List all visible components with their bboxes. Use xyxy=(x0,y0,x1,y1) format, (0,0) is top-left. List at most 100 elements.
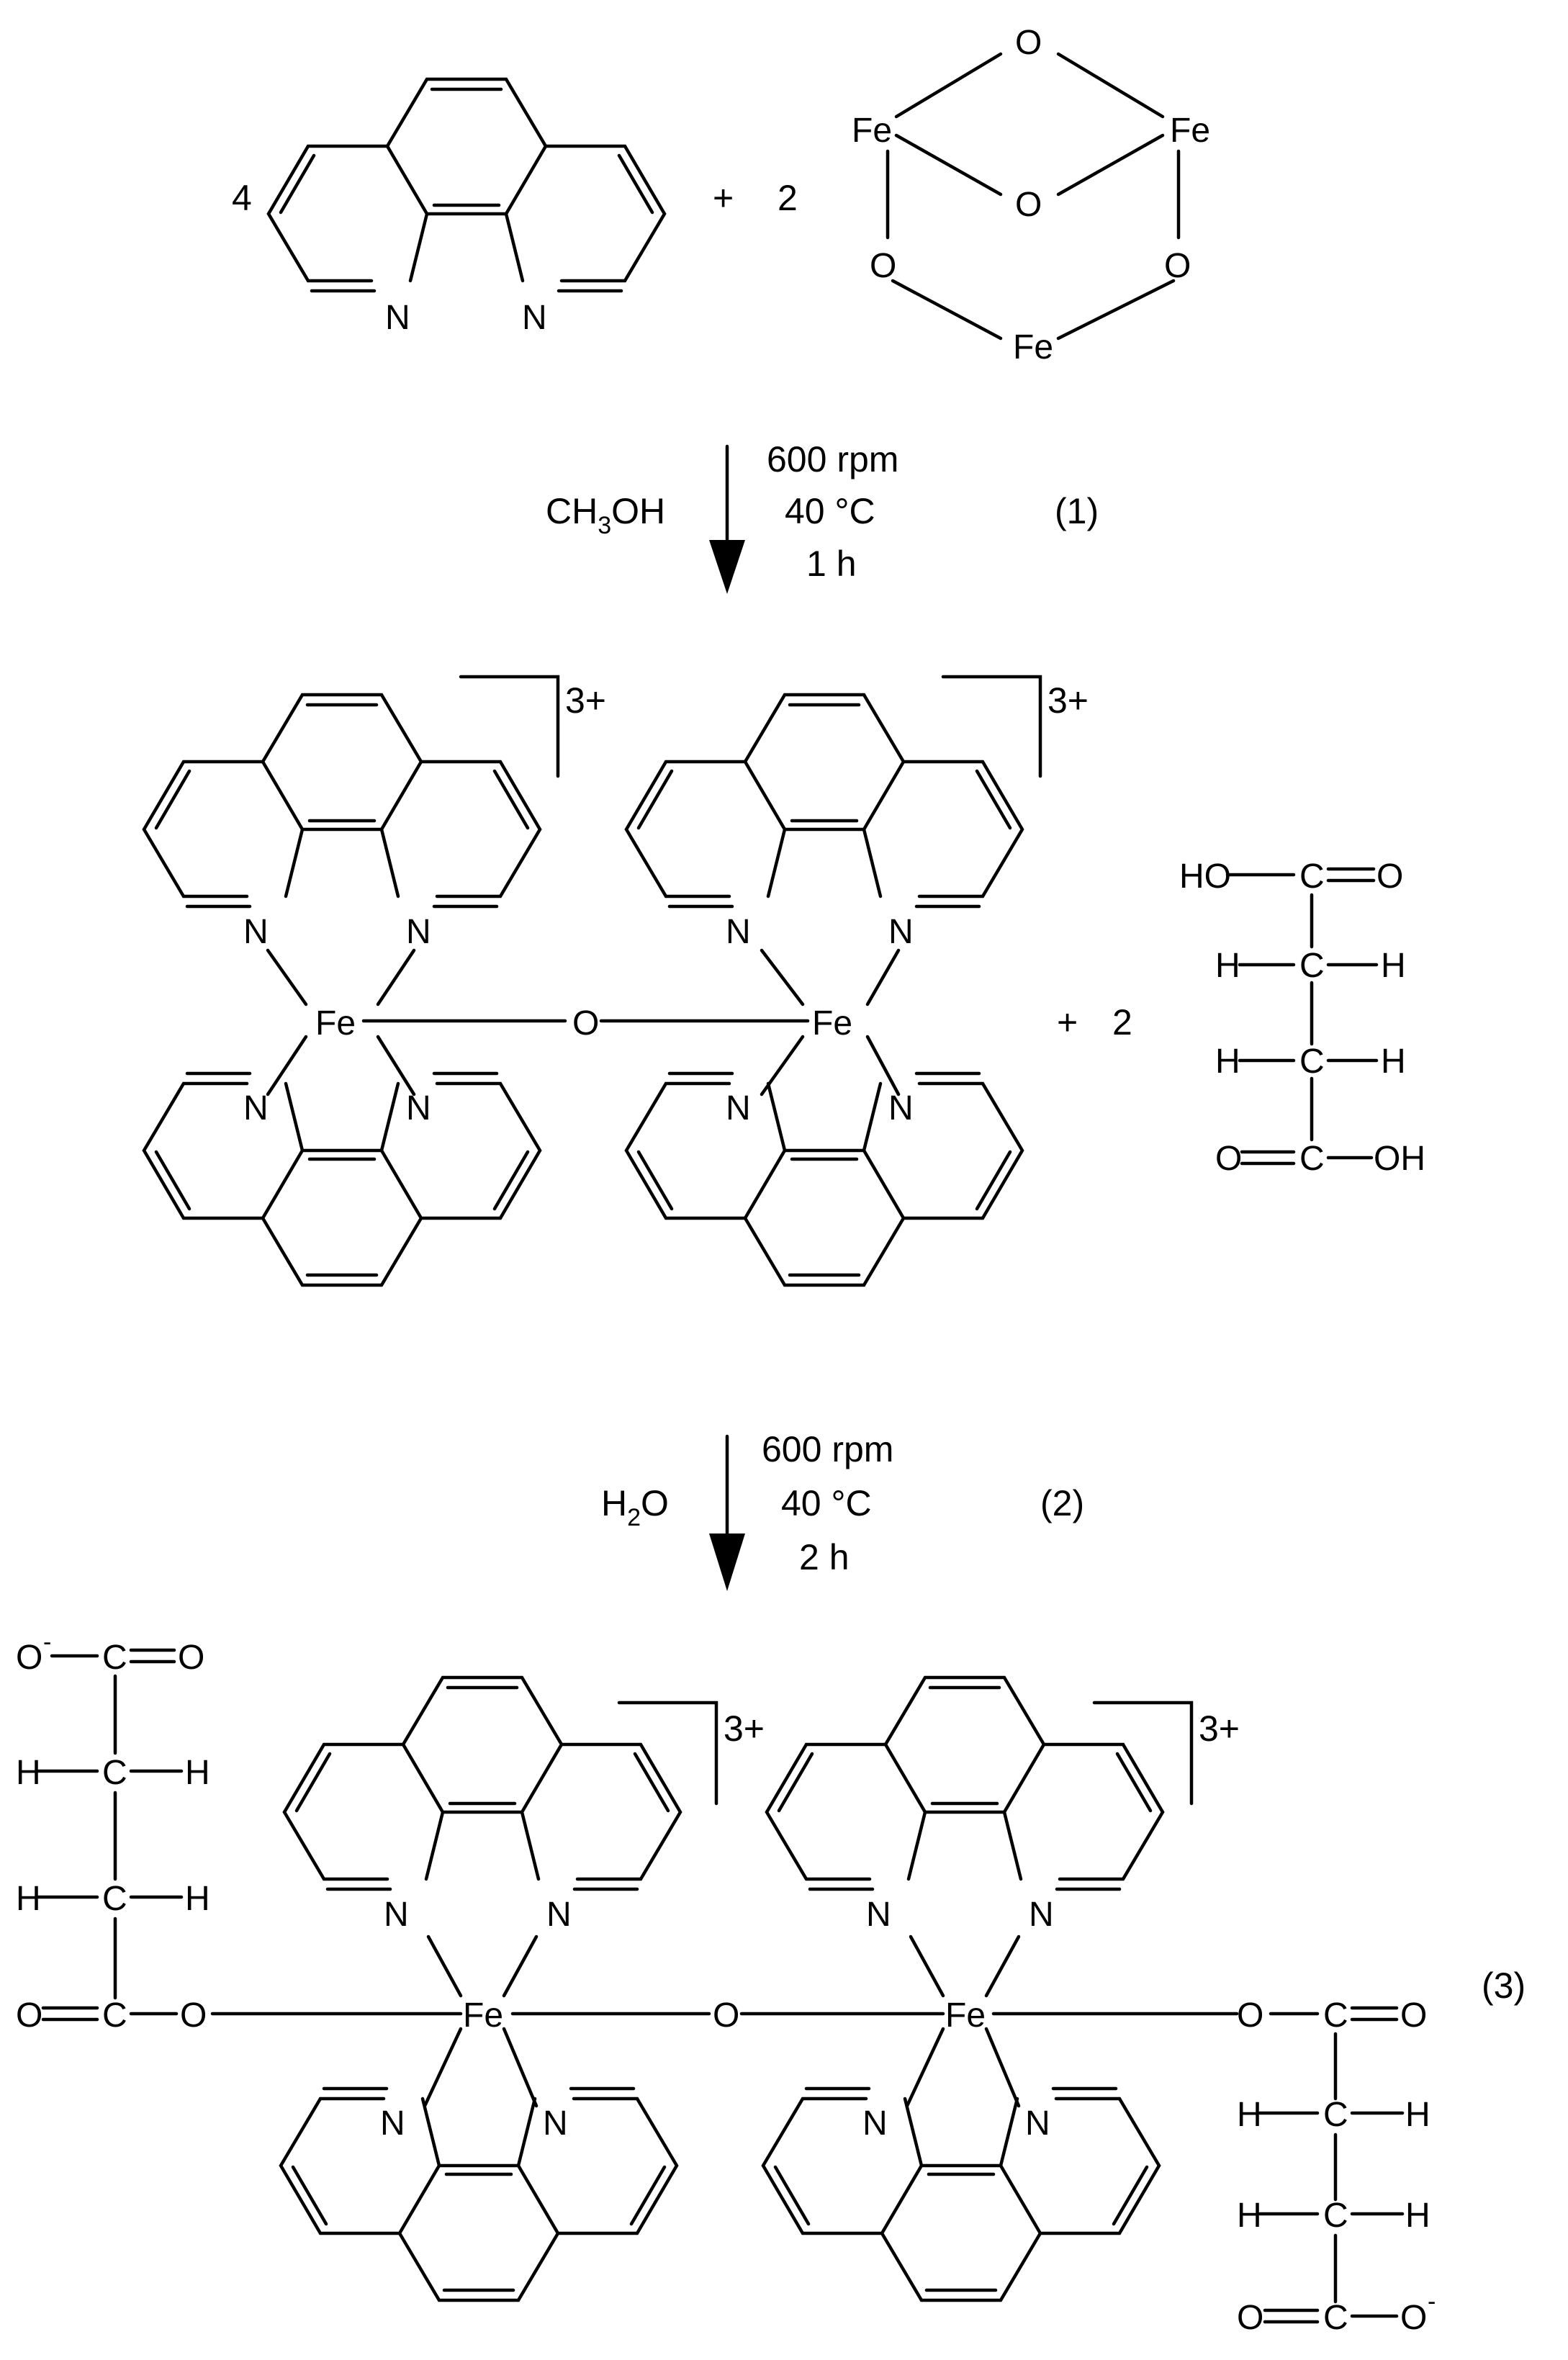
h-atom: H xyxy=(1215,1042,1240,1081)
c-atom: C xyxy=(102,1754,127,1792)
reaction-arrow-2 xyxy=(709,1434,745,1591)
n-atom: N xyxy=(726,913,751,951)
fe-atom: Fe xyxy=(1013,328,1053,366)
h-atom: H xyxy=(1237,2197,1262,2235)
n-atom: N xyxy=(543,2104,568,2143)
fe-phen-succinate-product: N N N N N N N N Fe Fe O 3+ 3+ xyxy=(210,1677,1240,2300)
charge-label: 3+ xyxy=(724,1708,765,1749)
time-2: 2 h xyxy=(799,1537,850,1577)
h-atom: H xyxy=(16,1754,41,1792)
o-atom: O xyxy=(1237,2299,1263,2337)
c-atom: C xyxy=(1323,2299,1348,2337)
h-atom: H xyxy=(16,1880,41,1918)
succinic-coefficient: 2 xyxy=(1112,1002,1132,1042)
succinate-left: O - C O H C H H C H O C O xyxy=(16,1629,210,2035)
c-atom: C xyxy=(1299,857,1325,896)
o-atom: O xyxy=(1015,24,1042,62)
reaction-arrow-1 xyxy=(709,444,745,594)
c-atom: C xyxy=(1299,1140,1325,1178)
solvent-1: CH3OH xyxy=(546,491,665,539)
fe-atom: Fe xyxy=(463,1996,503,2035)
temperature-2: 40 °C xyxy=(781,1483,872,1523)
o-atom: O xyxy=(1400,2299,1427,2337)
o-atom: O xyxy=(1164,247,1191,285)
n-atom: N xyxy=(406,1089,431,1127)
fe-phen-dimer-intermediate: N N N N N N N N Fe Fe O 3+ 3+ xyxy=(144,675,1089,1285)
o-atom: O xyxy=(713,1996,739,2035)
fe-atom: Fe xyxy=(852,112,892,150)
fe-atom: Fe xyxy=(812,1004,852,1042)
minus-charge: - xyxy=(43,1629,51,1656)
step-label-3: (3) xyxy=(1482,1965,1526,2006)
temperature-1: 40 °C xyxy=(785,491,875,531)
n-atom: N xyxy=(1025,2104,1050,2143)
n-atom: N xyxy=(384,1896,409,1934)
fe-atom: Fe xyxy=(1170,112,1210,150)
plus-sign: + xyxy=(1057,1002,1078,1042)
o-atom: O xyxy=(1215,1140,1242,1178)
c-atom: C xyxy=(1299,1042,1325,1081)
h-atom: H xyxy=(1381,947,1406,985)
speed-1: 600 rpm xyxy=(767,439,898,479)
ho-group: HO xyxy=(1179,857,1231,896)
h-atom: H xyxy=(1381,1042,1406,1081)
h-atom: H xyxy=(185,1880,210,1918)
o-atom: O xyxy=(572,1004,599,1042)
n-atom: N xyxy=(406,913,431,951)
c-atom: C xyxy=(1323,2096,1348,2134)
n-atom: N xyxy=(522,299,547,337)
n-atom: N xyxy=(385,299,410,337)
o-atom: O xyxy=(1237,1996,1263,2035)
h-atom: H xyxy=(1215,947,1240,985)
speed-2: 600 rpm xyxy=(762,1429,893,1469)
charge-label: 3+ xyxy=(1047,680,1089,721)
minus-charge: - xyxy=(1428,2288,1436,2315)
phen-coefficient: 4 xyxy=(232,178,252,218)
n-atom: N xyxy=(243,1089,269,1127)
c-atom: C xyxy=(102,1639,127,1677)
n-atom: N xyxy=(888,913,914,951)
h-atom: H xyxy=(1405,2197,1430,2235)
succinic-acid-molecule: HO C O H C H H C H O C OH xyxy=(1179,857,1425,1178)
step-label-1: (1) xyxy=(1055,491,1099,531)
h-atom: H xyxy=(1405,2096,1430,2134)
fe-atom: Fe xyxy=(315,1004,356,1042)
o-atom: O xyxy=(178,1639,204,1677)
charge-label: 3+ xyxy=(565,680,606,721)
c-atom: C xyxy=(1323,1996,1348,2035)
n-atom: N xyxy=(546,1896,572,1934)
fe-atom: Fe xyxy=(945,1996,986,2035)
o-atom: O xyxy=(870,247,896,285)
c-atom: C xyxy=(102,1880,127,1918)
o-atom: O xyxy=(1015,186,1042,224)
fe-oxide-coefficient: 2 xyxy=(778,178,798,218)
o-atom: O xyxy=(180,1996,207,2035)
plus-sign: + xyxy=(713,178,734,218)
succinate-right: O C O H C H H C H O C O - xyxy=(1237,1996,1436,2337)
charge-label: 3+ xyxy=(1199,1708,1240,1749)
h-atom: H xyxy=(185,1754,210,1792)
n-atom: N xyxy=(243,913,269,951)
n-atom: N xyxy=(1029,1896,1054,1934)
c-atom: C xyxy=(1323,2197,1348,2235)
c-atom: C xyxy=(102,1996,127,2035)
c-atom: C xyxy=(1299,947,1325,985)
step-label-2: (2) xyxy=(1040,1483,1084,1523)
o-atom: O xyxy=(1376,857,1403,896)
o-atom: O xyxy=(1400,1996,1427,2035)
n-atom: N xyxy=(726,1089,751,1127)
iron-oxide-molecule: Fe Fe O O O O Fe xyxy=(852,24,1210,366)
n-atom: N xyxy=(888,1089,914,1127)
n-atom: N xyxy=(866,1896,891,1934)
o-atom: O xyxy=(16,1996,42,2035)
oh-group: OH xyxy=(1374,1140,1425,1178)
h-atom: H xyxy=(1237,2096,1262,2134)
o-atom: O xyxy=(16,1639,42,1677)
n-atom: N xyxy=(862,2104,888,2143)
time-1: 1 h xyxy=(806,544,857,584)
n-atom: N xyxy=(380,2104,405,2143)
solvent-2: H2O xyxy=(601,1483,669,1531)
phenanthroline-molecule: N N xyxy=(269,79,664,337)
